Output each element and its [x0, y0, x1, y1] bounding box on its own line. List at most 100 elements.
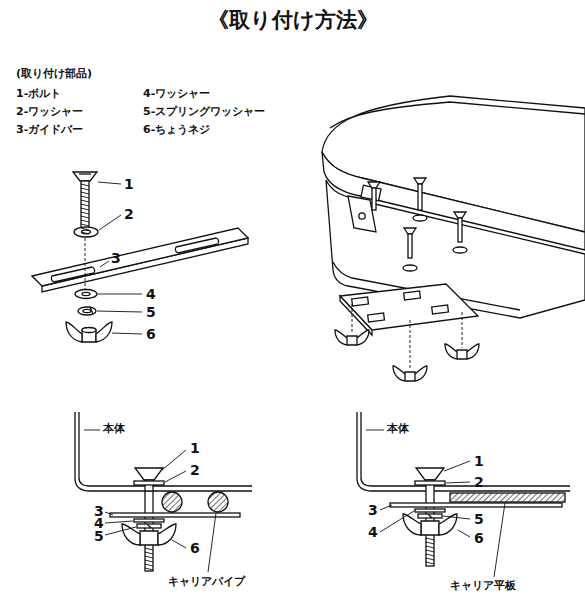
- guide-bar: [390, 503, 562, 507]
- callout-number: 6: [474, 530, 484, 546]
- leader-line: [84, 430, 216, 572]
- screw-thread: [145, 560, 153, 562]
- washer: [74, 227, 98, 237]
- parts-list-item: 6-ちょうネジ: [143, 124, 210, 137]
- guide-bar: [352, 297, 369, 306]
- bolt: [408, 234, 412, 258]
- callout-number: 2: [190, 462, 200, 478]
- part-label: キャリアパイプ: [168, 576, 245, 589]
- leader-line: [99, 215, 121, 230]
- callout-number: 6: [190, 540, 200, 556]
- washer: [82, 230, 91, 234]
- screw-thread: [81, 200, 89, 202]
- screw-thread: [426, 550, 434, 552]
- washer: [415, 509, 445, 512]
- bolt: [414, 178, 426, 184]
- wing-nut: [96, 322, 112, 342]
- screw-thread: [426, 558, 434, 560]
- washer: [75, 290, 97, 299]
- leader-line: [105, 512, 113, 515]
- washer: [134, 519, 164, 522]
- screw-thread: [145, 552, 153, 554]
- top-box: [322, 96, 585, 318]
- screw-thread: [81, 204, 89, 206]
- guide-bar: [32, 228, 248, 286]
- leader-line: [172, 540, 186, 548]
- bolt: [416, 468, 444, 566]
- screw-thread: [81, 184, 434, 570]
- wing-nut: [122, 524, 140, 545]
- screw-thread: [145, 568, 153, 570]
- parts-list-item: 4-ワッシャー: [143, 88, 210, 101]
- screw-thread: [81, 188, 89, 190]
- bolt: [372, 188, 376, 210]
- carrier-plate: [450, 493, 565, 502]
- box-body-section: [75, 412, 252, 491]
- spring-washer: [90, 307, 93, 314]
- callout-number: 4: [368, 524, 378, 540]
- callout-number: 1: [474, 453, 484, 469]
- bolt: [418, 184, 422, 210]
- parts-list-item: 1-ボルト: [16, 88, 61, 101]
- bolt: [73, 172, 97, 236]
- leader-line: [100, 261, 109, 267]
- bolt: [368, 178, 467, 271]
- leader-line: [165, 471, 186, 482]
- callout-number: 3: [368, 502, 378, 518]
- wing-nut: [335, 330, 479, 381]
- screw-thread: [426, 562, 434, 564]
- guide-bar: [51, 267, 94, 282]
- washer: [415, 481, 445, 485]
- screw-thread: [426, 546, 434, 548]
- callout-number: 1: [190, 440, 200, 456]
- guide-bar: [432, 305, 449, 314]
- wing-nut: [82, 328, 96, 333]
- latch: [348, 185, 381, 232]
- parts-list-heading: (取り付け部品): [16, 68, 92, 81]
- spring-washer: [418, 514, 442, 518]
- bolt: [368, 182, 380, 188]
- washer: [75, 290, 97, 299]
- part-label: キャリア平板: [450, 580, 516, 593]
- leader-line: [162, 450, 186, 470]
- parts-list-item: 3-ガイドバー: [16, 124, 83, 137]
- screw-thread: [81, 220, 89, 222]
- leader-line: [458, 530, 470, 537]
- leader-line: [444, 461, 470, 471]
- mounting-illustration: [410, 320, 411, 370]
- carrier-pipe: [162, 492, 228, 512]
- guide-bar: [110, 513, 240, 517]
- bolt: [79, 173, 91, 174]
- screw-thread: [81, 228, 89, 230]
- box-body-section: [75, 412, 252, 491]
- callout-number: 6: [146, 326, 156, 342]
- washer: [74, 227, 98, 237]
- carrier-pipe: [208, 492, 228, 512]
- leader-line: [84, 430, 100, 431]
- part-label: 本体: [103, 423, 125, 436]
- screw-thread: [81, 184, 89, 186]
- spring-washer: [418, 514, 442, 518]
- wing-nut: [158, 524, 176, 545]
- leader-line: [105, 521, 133, 523]
- top-box: [322, 96, 585, 232]
- bolt: [453, 247, 467, 253]
- callout-number: 5: [474, 511, 484, 527]
- callout-number: 5: [146, 304, 156, 320]
- screw-thread: [426, 538, 434, 540]
- mounting-illustration: [352, 304, 353, 334]
- guide-bar: [42, 238, 248, 292]
- spring-washer: [83, 309, 91, 312]
- guide-bar: [175, 238, 218, 253]
- screw-thread: [145, 548, 153, 550]
- callout-number: 5: [94, 528, 104, 544]
- mounting-illustration: [85, 238, 86, 290]
- wing-nut: [403, 514, 421, 535]
- bolt: [416, 468, 444, 480]
- bolt: [404, 228, 416, 234]
- leader-line: [208, 513, 216, 572]
- callout-number: 2: [124, 206, 134, 222]
- screw-thread: [81, 196, 89, 198]
- spring-washer: [78, 307, 96, 315]
- box-body-section: [361, 412, 570, 486]
